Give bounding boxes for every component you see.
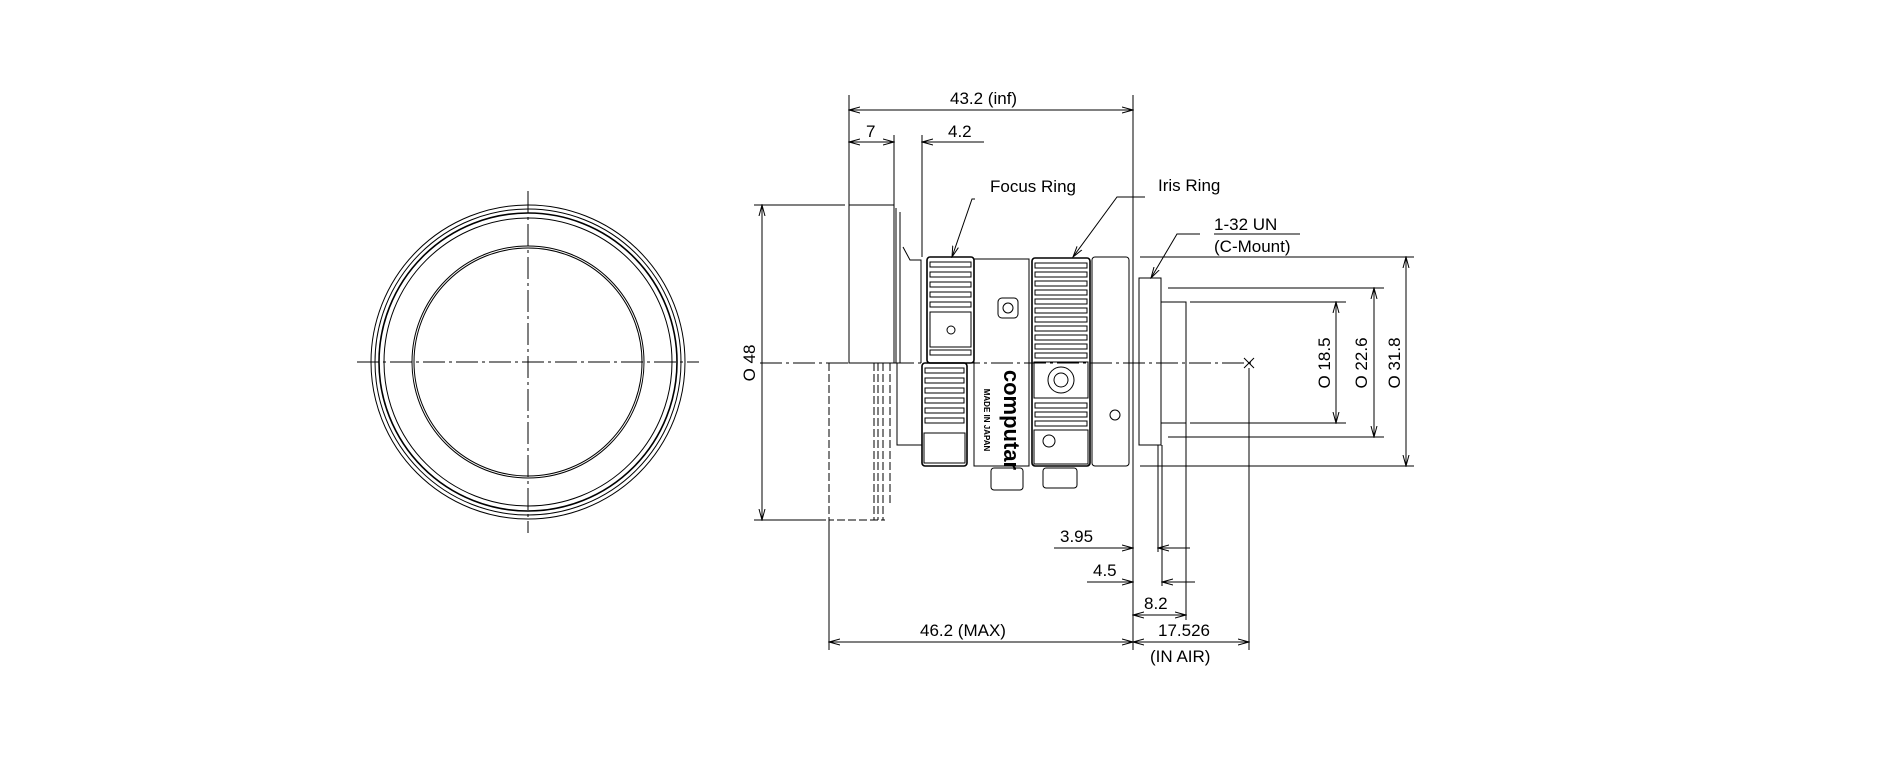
dim-3-95: 3.95 xyxy=(1060,527,1093,546)
knurl-stripe xyxy=(1034,289,1088,296)
rear-tube xyxy=(1160,301,1187,424)
knurl-stripe xyxy=(1034,420,1088,427)
front-view xyxy=(357,191,699,533)
dim-4-2: 4.2 xyxy=(948,122,972,141)
made-in-japan-marking: MADE IN JAPAN xyxy=(982,389,991,452)
brand-logo: computar xyxy=(999,370,1024,471)
knurl-stripe xyxy=(929,301,972,308)
dim-diameter-48: O 48 xyxy=(740,345,759,382)
c-mount-thread xyxy=(1138,277,1162,446)
knurl-stripe xyxy=(929,281,972,288)
knurl-stripe xyxy=(924,377,965,384)
knurl-stripe xyxy=(929,261,972,268)
focus-ring[interactable] xyxy=(921,256,975,467)
callouts: Focus Ring Iris Ring 1-32 UN (C-Mount) xyxy=(952,176,1300,278)
knurl-stripe xyxy=(924,367,965,374)
knurl-stripe xyxy=(924,417,965,424)
lens-body: computar MADE IN JAPAN xyxy=(973,258,1078,491)
screw-icon xyxy=(946,325,956,335)
dim-diameter-18-5: O 18.5 xyxy=(1315,337,1334,388)
knurl-stripe xyxy=(1034,262,1088,269)
knurl-stripe xyxy=(929,349,972,356)
knurl-stripe xyxy=(924,397,965,404)
label-iris-ring: Iris Ring xyxy=(1158,176,1220,195)
knurl-stripe xyxy=(1034,334,1088,341)
front-hood xyxy=(848,204,895,364)
label-mount-thread: 1-32 UN xyxy=(1214,215,1277,234)
knurl-stripe xyxy=(1034,325,1088,332)
knurl-stripe xyxy=(929,291,972,298)
dim-4-5: 4.5 xyxy=(1093,561,1117,580)
image-plane-marker xyxy=(1243,357,1255,369)
dim-overall-inf: 43.2 (inf) xyxy=(950,89,1017,108)
knurl-stripe xyxy=(1034,316,1088,323)
dim-diameter-31-8: O 31.8 xyxy=(1385,337,1404,388)
dim-7: 7 xyxy=(866,122,875,141)
side-view: computar MADE IN JAPAN xyxy=(760,204,1255,521)
iris-ring[interactable] xyxy=(1031,257,1091,467)
label-focus-ring: Focus Ring xyxy=(990,177,1076,196)
label-mount-type: (C-Mount) xyxy=(1214,237,1291,256)
knurl-stripe xyxy=(1034,280,1088,287)
knurl-stripe xyxy=(1034,343,1088,350)
knurl-stripe xyxy=(1034,271,1088,278)
knurl-stripe xyxy=(924,407,965,414)
knurl-stripe xyxy=(1034,402,1088,409)
knurl-stripe xyxy=(1034,411,1088,418)
knurl-stripe xyxy=(1034,352,1088,359)
rear-body xyxy=(1091,256,1130,467)
knurl-stripe xyxy=(929,271,972,278)
dim-overall-max: 46.2 (MAX) xyxy=(920,621,1006,640)
dimensions: 43.2 (inf) 7 4.2 O 48 O 18.5 O 22.6 O 31… xyxy=(740,89,1414,666)
knurl-stripe xyxy=(1034,307,1088,314)
dim-diameter-22-6: O 22.6 xyxy=(1352,337,1371,388)
dim-flange-back-note: (IN AIR) xyxy=(1150,647,1210,666)
dim-flange-back: 17.526 xyxy=(1158,621,1210,640)
knurl-stripe xyxy=(1034,298,1088,305)
knurl-stripe xyxy=(924,387,965,394)
dim-8-2: 8.2 xyxy=(1144,594,1168,613)
